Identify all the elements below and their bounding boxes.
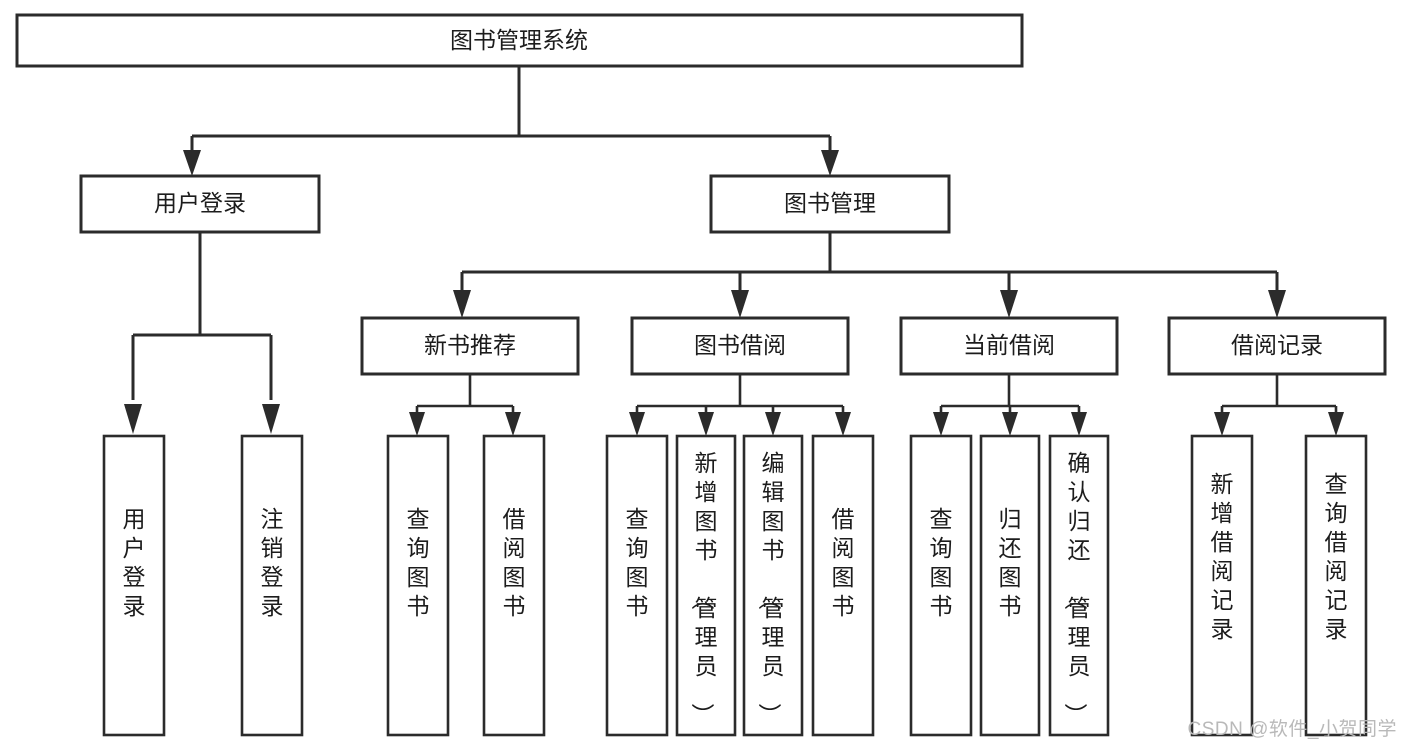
leaf-current-borrow-1-label: 归还图书 <box>999 506 1022 619</box>
node-root[interactable]: 图书管理系统 <box>15 13 1024 68</box>
arrow-head-borrow-2 <box>765 412 781 436</box>
node-book-borrow-box[interactable] <box>630 316 850 376</box>
node-current-borrow-label: 当前借阅 <box>963 332 1055 358</box>
arrow-head-borrow-1 <box>698 412 714 436</box>
leaf-recommend-0-label: 查询图书 <box>407 506 430 619</box>
leaf-user-login-1-label: 注销登录 <box>261 506 284 619</box>
node-book-borrow[interactable]: 图书借阅 <box>630 316 850 376</box>
node-book-management-label: 图书管理 <box>784 190 876 216</box>
node-borrow-record-box[interactable] <box>1167 316 1387 376</box>
leaf-book-borrow-3-box[interactable] <box>811 434 875 737</box>
leaf-current-borrow-2-box[interactable] <box>1048 434 1110 737</box>
leaf-book-borrow-0-label: 查询图书 <box>626 506 649 619</box>
arrow-head-level2-0 <box>183 150 201 176</box>
node-book-borrow-label: 图书借阅 <box>694 332 786 358</box>
arrow-head-level3-3 <box>1268 290 1286 318</box>
arrow-head-record-0 <box>1214 412 1230 436</box>
arrow-head-level3-0 <box>453 290 471 318</box>
node-borrow-record[interactable]: 借阅记录 <box>1167 316 1387 376</box>
node-borrow-record-label: 借阅记录 <box>1231 332 1323 358</box>
node-new-book-recommend-box[interactable] <box>360 316 580 376</box>
arrow-head-current-0 <box>933 412 949 436</box>
leaf-recommend-1-label: 借阅图书 <box>503 506 526 619</box>
node-user-login-label: 用户登录 <box>154 190 246 216</box>
leaf-book-borrow-1-box[interactable] <box>675 434 737 737</box>
leaf-book-borrow-2-box[interactable] <box>742 434 804 737</box>
leaf-borrow-record-0[interactable]: 新增借阅记录 <box>1190 434 1254 737</box>
arrow-head-borrow-0 <box>629 412 645 436</box>
leaf-book-borrow-0[interactable]: 查询图书 <box>605 434 669 737</box>
leaf-borrow-record-0-label: 新增借阅记录 <box>1211 471 1234 642</box>
arrow-head-current-1 <box>1002 412 1018 436</box>
node-current-borrow-box[interactable] <box>899 316 1119 376</box>
node-current-borrow[interactable]: 当前借阅 <box>899 316 1119 376</box>
leaf-current-borrow-1-box[interactable] <box>979 434 1041 737</box>
leaf-book-borrow-1-label: 新增图书（管理员） <box>690 450 718 726</box>
leaf-book-borrow-2-label: 编辑图书（管理员） <box>757 450 785 726</box>
leaf-user-login-0-box[interactable] <box>102 434 166 737</box>
leaf-user-login-0[interactable]: 用户登录 <box>102 434 166 737</box>
leaf-user-login-1[interactable]: 注销登录 <box>240 434 304 737</box>
leaf-book-borrow-0-box[interactable] <box>605 434 669 737</box>
node-book-management-box[interactable] <box>709 174 951 234</box>
arrow-head-recommend-1 <box>505 412 521 436</box>
leaf-recommend-0-box[interactable] <box>386 434 450 737</box>
node-user-login[interactable]: 用户登录 <box>79 174 321 234</box>
arrow-head-record-1 <box>1328 412 1344 436</box>
leaf-current-borrow-1[interactable]: 归还图书 <box>979 434 1041 737</box>
leaf-current-borrow-2[interactable]: 确认归还（管理员） <box>1048 434 1110 737</box>
leaf-book-borrow-3[interactable]: 借阅图书 <box>811 434 875 737</box>
arrow-head-userlogin-0 <box>124 404 142 434</box>
leaf-book-borrow-2[interactable]: 编辑图书（管理员） <box>742 434 804 737</box>
leaf-borrow-record-1[interactable]: 查询借阅记录 <box>1304 434 1368 737</box>
leaf-book-borrow-1[interactable]: 新增图书（管理员） <box>675 434 737 737</box>
leaf-user-login-0-label: 用户登录 <box>123 506 146 619</box>
node-user-login-box[interactable] <box>79 174 321 234</box>
leaf-recommend-1[interactable]: 借阅图书 <box>482 434 546 737</box>
leaf-current-borrow-0[interactable]: 查询图书 <box>909 434 973 737</box>
arrow-head-userlogin-1 <box>262 404 280 434</box>
node-book-management[interactable]: 图书管理 <box>709 174 951 234</box>
leaf-current-borrow-2-label: 确认归还（管理员） <box>1063 450 1091 726</box>
node-new-book-recommend-label: 新书推荐 <box>424 332 516 358</box>
arrow-head-level3-1 <box>731 290 749 318</box>
leaf-current-borrow-0-box[interactable] <box>909 434 973 737</box>
arrow-head-recommend-0 <box>409 412 425 436</box>
connector-layer <box>124 66 1344 436</box>
leaf-current-borrow-0-label: 查询图书 <box>930 506 953 619</box>
leaf-borrow-record-1-box[interactable] <box>1304 434 1368 737</box>
node-root-label: 图书管理系统 <box>450 27 588 53</box>
node-root-box[interactable] <box>15 13 1024 68</box>
node-new-book-recommend[interactable]: 新书推荐 <box>360 316 580 376</box>
arrow-head-borrow-3 <box>835 412 851 436</box>
arrow-head-level3-2 <box>1000 290 1018 318</box>
leaf-book-borrow-3-label: 借阅图书 <box>832 506 855 619</box>
leaf-borrow-record-1-label: 查询借阅记录 <box>1325 471 1348 642</box>
leaf-recommend-1-box[interactable] <box>482 434 546 737</box>
leaf-recommend-0[interactable]: 查询图书 <box>386 434 450 737</box>
arrow-head-level2-1 <box>821 150 839 176</box>
csdn-watermark: CSDN @软件_小贺同学 <box>1187 719 1397 740</box>
leaf-user-login-1-box[interactable] <box>240 434 304 737</box>
arrow-head-current-2 <box>1071 412 1087 436</box>
leaf-borrow-record-0-box[interactable] <box>1190 434 1254 737</box>
